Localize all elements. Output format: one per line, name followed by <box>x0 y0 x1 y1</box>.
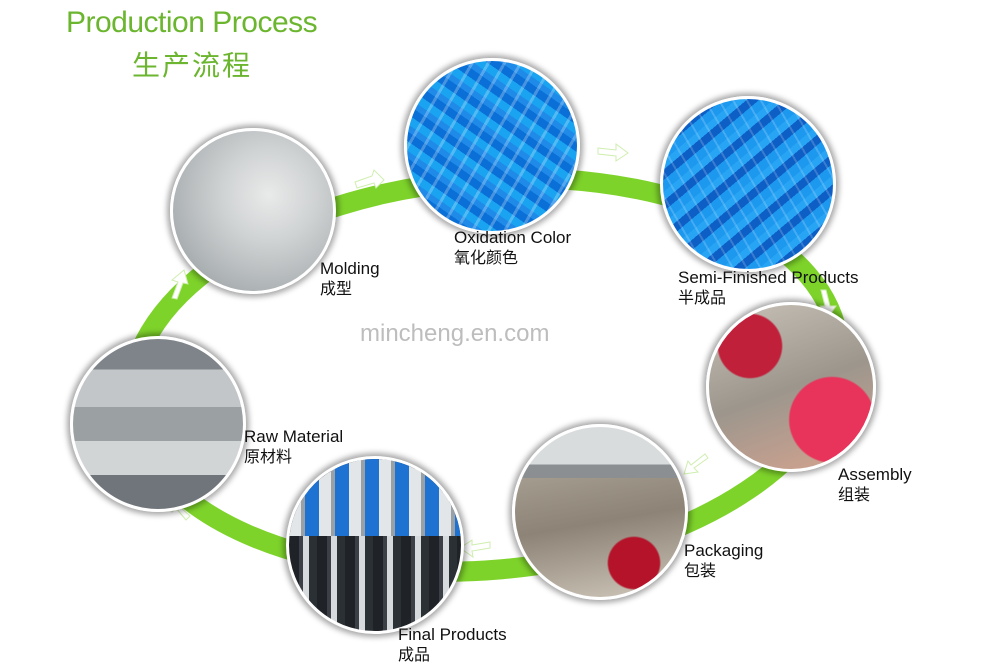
page-title: Production Process <box>66 6 318 39</box>
arrow-icon <box>459 539 491 559</box>
watermark: mincheng.en.com <box>360 320 550 347</box>
arrow-icon <box>683 453 709 475</box>
arrow-icon <box>354 169 385 189</box>
final-products-photo <box>286 456 464 634</box>
packaging-photo <box>512 424 688 600</box>
page-subtitle: 生产流程 <box>132 50 253 81</box>
oxidation-color-photo <box>404 58 580 234</box>
molding-photo <box>170 128 336 294</box>
raw-material-photo <box>70 336 246 512</box>
arrow-icon <box>597 143 629 162</box>
arrow-icon <box>170 269 189 300</box>
semi-finished-photo <box>660 96 836 272</box>
assembly-photo <box>706 302 876 472</box>
